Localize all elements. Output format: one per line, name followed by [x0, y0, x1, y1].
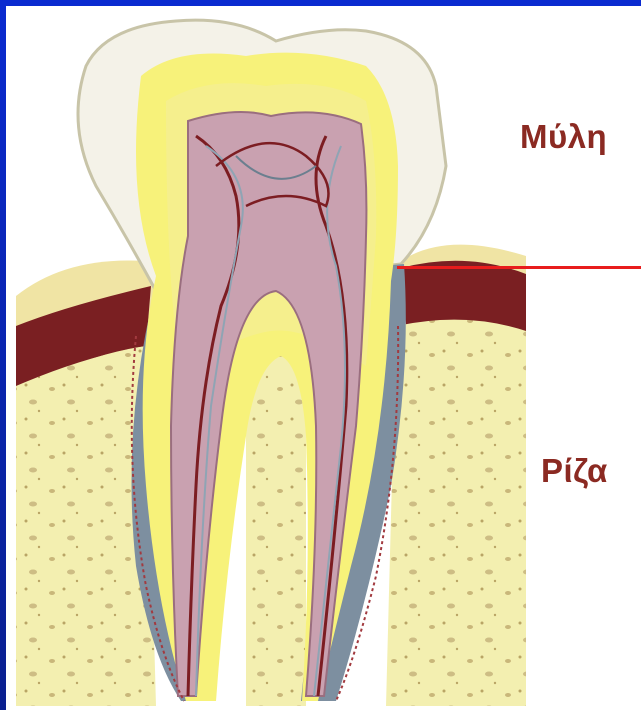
root-label: Ρίζα — [541, 452, 608, 490]
crown-label: Μύλη — [520, 118, 607, 156]
bone — [386, 320, 526, 706]
tooth-illustration — [6, 6, 641, 710]
crown-root-divider-line — [397, 266, 641, 269]
bone-between-roots — [246, 351, 306, 706]
diagram-canvas: Μύλη Ρίζα — [6, 6, 641, 710]
